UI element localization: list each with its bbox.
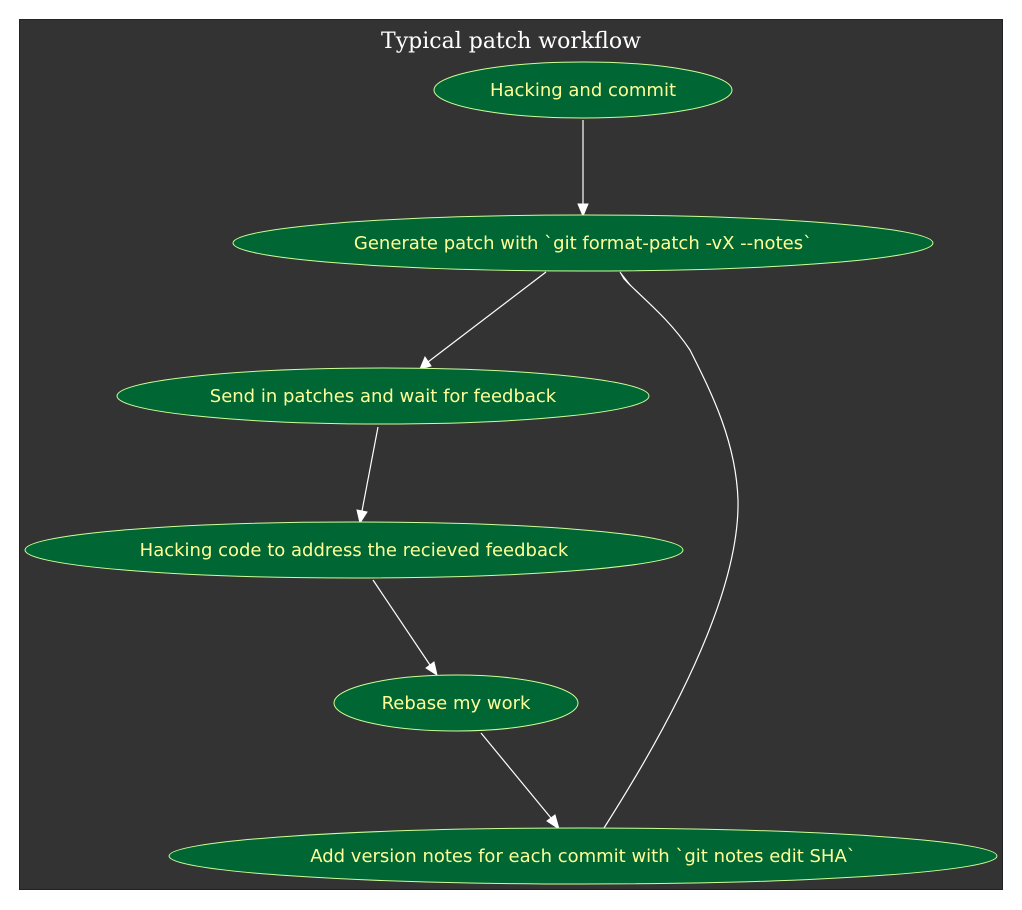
node-label: Hacking and commit bbox=[490, 80, 676, 101]
edge-gen-to-send bbox=[427, 271, 547, 363]
node-rebase-my-work: Rebase my work bbox=[333, 674, 579, 732]
arrowhead-send-to-address bbox=[356, 509, 368, 525]
node-send-in-patches: Send in patches and wait for feedback bbox=[116, 367, 650, 425]
node-hacking-and-commit: Hacking and commit bbox=[433, 61, 733, 119]
arrowhead-gen-to-send bbox=[419, 355, 432, 370]
arrowhead-rebase-to-notes bbox=[546, 814, 560, 831]
node-label: Add version notes for each commit with `… bbox=[310, 846, 856, 867]
node-label: Generate patch with `git format-patch -v… bbox=[354, 233, 812, 254]
node-label: Rebase my work bbox=[382, 693, 531, 714]
arrowhead-notes-to-gen bbox=[619, 271, 632, 287]
edge-send-to-address bbox=[361, 426, 379, 512]
node-hacking-code-feedback: Hacking code to address the recieved fee… bbox=[24, 521, 684, 579]
edges bbox=[356, 120, 739, 831]
diagram-title: Typical patch workflow bbox=[381, 29, 641, 54]
workflow-cluster bbox=[19, 19, 1003, 890]
node-label: Hacking code to address the recieved fee… bbox=[140, 540, 569, 561]
node-add-version-notes: Add version notes for each commit with `… bbox=[168, 827, 998, 885]
edge-notes-to-gen bbox=[603, 281, 739, 829]
node-generate-patch: Generate patch with `git format-patch -v… bbox=[232, 214, 934, 272]
edge-rebase-to-notes bbox=[480, 732, 552, 819]
arrowhead-hack-to-gen bbox=[577, 203, 589, 218]
node-label: Send in patches and wait for feedback bbox=[210, 386, 557, 407]
edge-address-to-rebase bbox=[372, 579, 431, 666]
arrowhead-address-to-rebase bbox=[425, 661, 438, 677]
